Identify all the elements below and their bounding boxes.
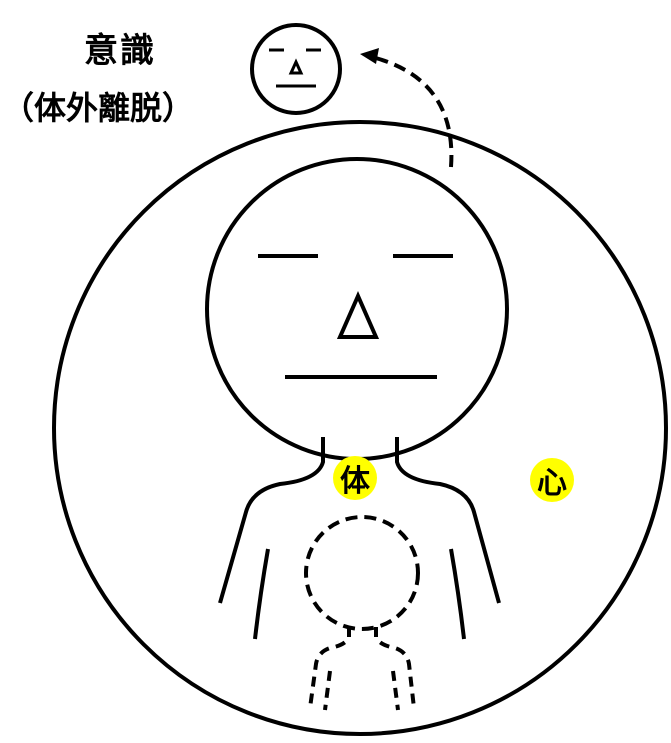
inner-arm-right-dashed — [391, 670, 400, 711]
nose — [336, 291, 380, 339]
out-of-body-arrow — [371, 55, 454, 168]
left-arm-inner — [253, 548, 270, 640]
mind-label: 心 — [530, 458, 574, 502]
mind-circle — [52, 120, 668, 736]
inner-body-left-dashed — [308, 627, 351, 709]
arrow-head-icon — [360, 48, 379, 64]
consciousness-label: 意識 — [84, 31, 156, 71]
inner-arm-left-dashed — [323, 670, 332, 711]
right-arm-inner — [449, 548, 466, 640]
head — [205, 157, 509, 461]
body-left-outline — [218, 437, 325, 604]
consciousness-face — [250, 23, 342, 115]
consciousness-nose — [288, 58, 304, 75]
body-label: 体 — [333, 456, 377, 500]
out-of-body-label: （体外離脱） — [2, 89, 195, 127]
body-right-outline — [395, 437, 501, 604]
inner-head-dashed — [304, 515, 420, 631]
